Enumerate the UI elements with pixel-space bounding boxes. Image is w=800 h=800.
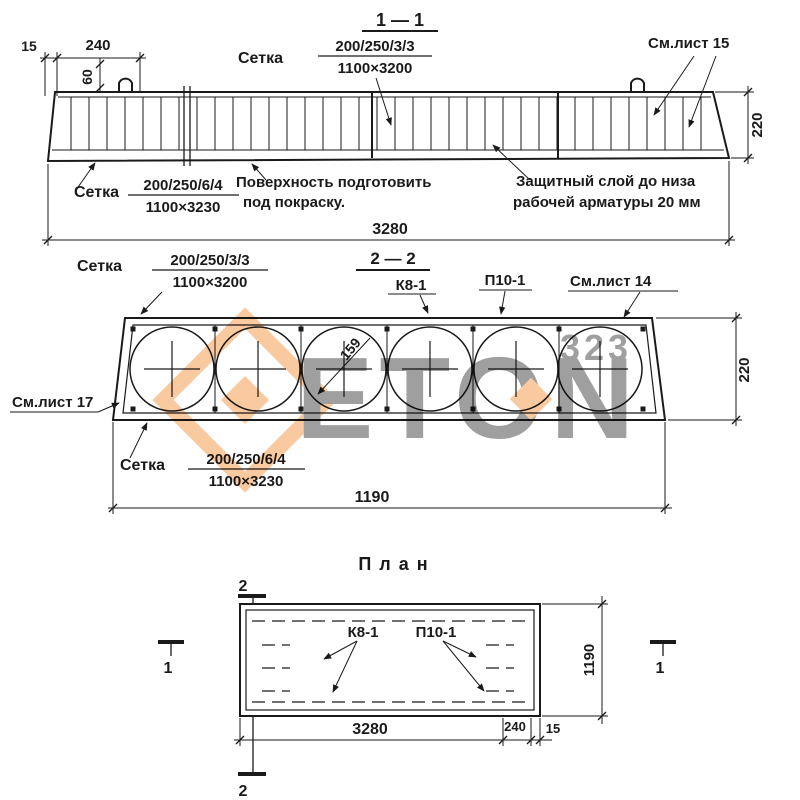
dim-1190: 1190 bbox=[108, 422, 672, 514]
dim-220-label: 220 bbox=[749, 112, 766, 137]
dim-1190-label: 1190 bbox=[355, 489, 390, 506]
k8-callout: К8-1 bbox=[388, 277, 436, 314]
cover-note-line1: Защитный слой до низа bbox=[516, 173, 696, 190]
dim-3280-label: 3280 bbox=[372, 221, 408, 238]
mesh-fraction-numerator: 200/250/6/4 bbox=[143, 177, 223, 194]
cover-note: Защитный слой до низа рабочей арматуры 2… bbox=[492, 144, 701, 211]
section-marker-2-bottom: 2 bbox=[238, 716, 266, 800]
mesh-fraction-denominator: 1100×3200 bbox=[338, 60, 413, 77]
mesh-fraction-numerator: 200/250/3/3 bbox=[335, 38, 414, 55]
dim-15-label: 15 bbox=[546, 721, 560, 736]
lifting-loop-right bbox=[630, 77, 645, 92]
see-sheet-14-callout: См.лист 14 bbox=[568, 273, 678, 318]
section-marker-2-top: 2 bbox=[238, 578, 266, 604]
core-holes bbox=[129, 326, 643, 412]
watermark: ETON 323 bbox=[152, 307, 640, 493]
mesh-fraction-numerator: 200/250/3/3 bbox=[170, 252, 249, 269]
plan-title: План bbox=[358, 554, 435, 574]
plan-dim-1190: 1190 bbox=[542, 596, 608, 724]
mesh-callout-top: Сетка 200/250/3/3 1100×3200 bbox=[77, 252, 268, 315]
marker-2-label: 2 bbox=[239, 783, 248, 800]
mesh-label: Сетка bbox=[74, 184, 119, 201]
section-1-1: 1 — 1 Сетка 200/250/3/3 1100×3200 См.лис… bbox=[21, 10, 766, 246]
rebar-dots bbox=[130, 326, 646, 412]
watermark-brand-text: ETON bbox=[296, 333, 640, 463]
cover-note-line2: рабочей арматуры 20 мм bbox=[513, 194, 701, 211]
k8-label: К8-1 bbox=[348, 624, 379, 641]
plan-view: План 2 К8-1 П10-1 bbox=[158, 554, 676, 800]
plan-p10-callout: П10-1 bbox=[416, 624, 485, 692]
dim-3280-label: 3280 bbox=[352, 721, 388, 738]
watermark-diamond-icon bbox=[152, 307, 338, 493]
marker-1-label: 1 bbox=[656, 660, 665, 677]
p10-label: П10-1 bbox=[485, 272, 526, 289]
dim-15-240: 15 240 bbox=[21, 37, 146, 96]
mesh-label: Сетка bbox=[238, 50, 283, 67]
p10-label: П10-1 bbox=[416, 624, 457, 641]
dim-240-label: 240 bbox=[504, 719, 526, 734]
section-2-2-title: 2 — 2 bbox=[370, 249, 415, 268]
section-marker-1-left: 1 bbox=[158, 640, 184, 677]
see-sheet-15-label: См.лист 15 bbox=[648, 35, 729, 52]
see-sheet-17-label: См.лист 17 bbox=[12, 394, 93, 411]
mesh-fraction-denominator: 1100×3200 bbox=[173, 274, 248, 291]
dim-60: 60 bbox=[79, 58, 105, 93]
dim-1190-label: 1190 bbox=[581, 644, 598, 677]
paint-note-line1: Поверхность подготовить bbox=[236, 174, 431, 191]
k8-label: К8-1 bbox=[396, 277, 427, 294]
dim-60-label: 60 bbox=[79, 69, 95, 85]
dim-3280: 3280 bbox=[42, 161, 735, 246]
plan-outline: К8-1 П10-1 bbox=[239, 603, 541, 717]
watermark-diamond-core-icon bbox=[220, 375, 270, 425]
see-sheet-14-label: См.лист 14 bbox=[570, 273, 652, 290]
marker-2-label: 2 bbox=[239, 578, 248, 595]
dim-15-label: 15 bbox=[21, 38, 37, 54]
dim-240-label: 240 bbox=[85, 37, 110, 54]
mesh-label: Сетка bbox=[120, 457, 165, 474]
watermark-code-text: 323 bbox=[560, 327, 632, 368]
beam-longitudinal-section bbox=[46, 77, 731, 166]
paint-note: Поверхность подготовить под покраску. bbox=[236, 163, 431, 211]
hidden-core-lines bbox=[252, 620, 532, 703]
beam-stirrups bbox=[62, 97, 706, 150]
mesh-label: Сетка bbox=[77, 258, 122, 275]
p10-callout: П10-1 bbox=[479, 272, 532, 315]
marker-1-label: 1 bbox=[164, 660, 173, 677]
dim-220: 220 bbox=[656, 312, 753, 426]
lifting-loop-left bbox=[118, 77, 133, 92]
dim-220-label: 220 bbox=[736, 357, 753, 382]
mesh-callout-top: Сетка 200/250/3/3 1100×3200 bbox=[238, 38, 432, 126]
section-marker-1-right: 1 bbox=[650, 640, 676, 677]
mesh-fraction-denominator: 1100×3230 bbox=[146, 199, 221, 216]
dim-220-right: 220 bbox=[715, 86, 766, 164]
mesh-callout-bottom: Сетка 200/250/6/4 1100×3230 bbox=[74, 162, 239, 216]
core-center-crosses bbox=[144, 341, 628, 397]
plan-dim-bottom: 3280 240 15 bbox=[234, 718, 560, 746]
plan-k8-callout: К8-1 bbox=[323, 624, 379, 693]
section-1-1-title: 1 — 1 bbox=[376, 10, 424, 30]
paint-note-line2: под покраску. bbox=[243, 194, 345, 211]
see-sheet-17-callout: См.лист 17 bbox=[10, 394, 120, 413]
